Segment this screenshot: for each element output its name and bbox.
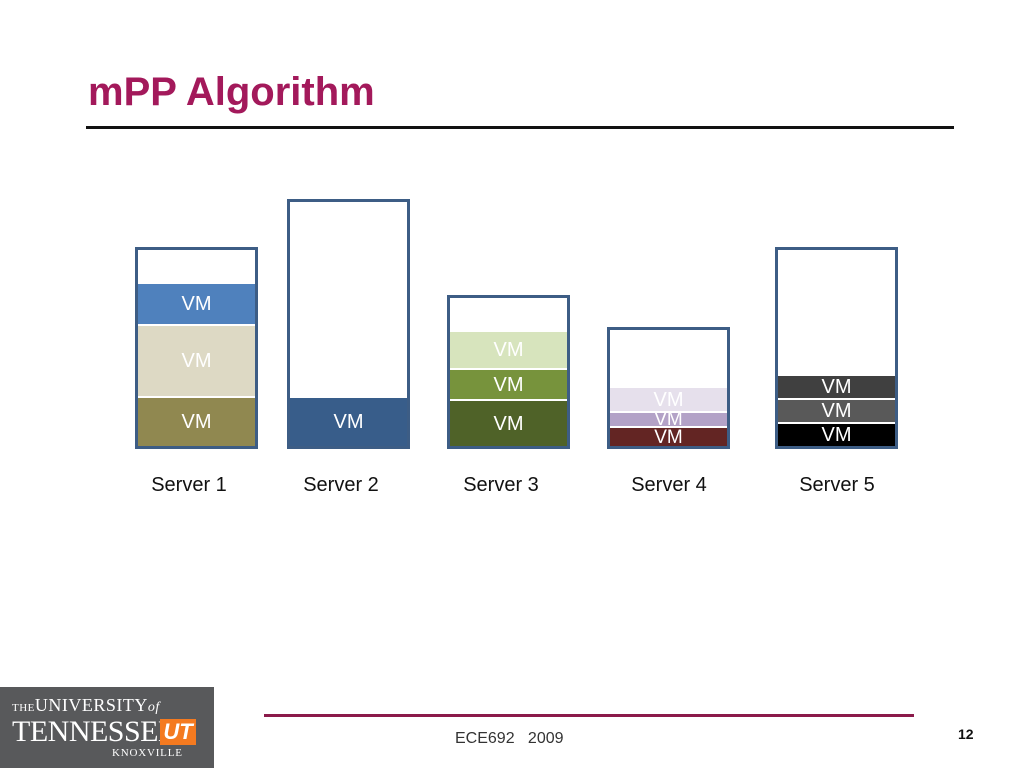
server-1-vm-3: VM — [138, 282, 255, 324]
server-5-vm-2: VM — [778, 398, 895, 422]
server-5-vm-1: VM — [778, 422, 895, 446]
server-4-vm-3: VM — [610, 386, 727, 411]
ut-logo-icon: UT — [160, 719, 196, 745]
server-1-vm-2: VM — [138, 324, 255, 396]
server-2: VM — [287, 199, 410, 449]
server-2-label: Server 2 — [303, 474, 379, 496]
server-3-label: Server 3 — [463, 474, 539, 496]
server-3-vm-1: VM — [450, 399, 567, 446]
server-4-label: Server 4 — [631, 474, 707, 496]
footer-course: ECE692 2009 — [455, 730, 564, 747]
server-1-label: Server 1 — [151, 474, 227, 496]
server-1-vm-1: VM — [138, 396, 255, 446]
logo-line-1: THEUNIVERSITYof — [12, 695, 160, 715]
footer-divider — [264, 714, 914, 717]
server-2-vm-1: VM — [290, 396, 407, 446]
logo-line-3: KNOXVILLE — [112, 747, 183, 759]
server-4-vm-1: VM — [610, 426, 727, 446]
server-4-vm-2: VM — [610, 410, 727, 429]
page-number: 12 — [958, 726, 974, 742]
title-divider — [86, 126, 954, 129]
logo-line-2: TENNESSEE — [12, 715, 176, 748]
server-5-vm-3: VM — [778, 374, 895, 398]
server-5-label: Server 5 — [799, 474, 875, 496]
university-logo: THEUNIVERSITYof TENNESSEE UT KNOXVILLE — [0, 687, 214, 768]
server-3-vm-3: VM — [450, 330, 567, 368]
slide-title: mPP Algorithm — [88, 70, 375, 114]
server-3-vm-2: VM — [450, 368, 567, 399]
